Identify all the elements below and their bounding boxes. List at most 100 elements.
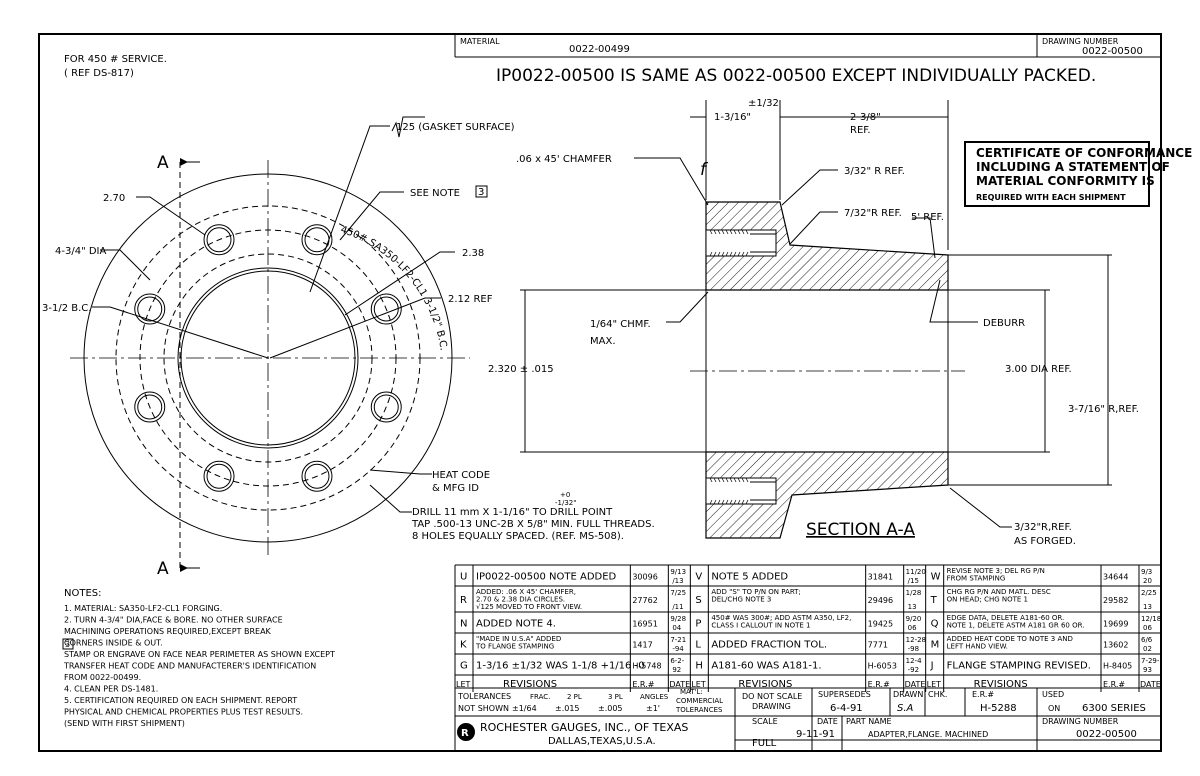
notes-title: NOTES: xyxy=(64,588,102,599)
revision-header-revisions: REVISIONS xyxy=(503,679,557,690)
revision-er: 16951 xyxy=(632,620,657,629)
revision-header-date: DATE xyxy=(669,680,690,689)
not-shown-label: NOT SHOWN xyxy=(458,704,509,713)
revision-letter: S xyxy=(695,595,701,606)
bolt-hole xyxy=(203,224,235,256)
note-line: (SEND WITH FIRST SHIPMENT) xyxy=(64,719,185,728)
radius-3-32: 3/32" R REF. xyxy=(844,166,905,177)
revision-letter: P xyxy=(695,619,701,630)
certificate-line1: CERTIFICATE OF CONFORMANCE xyxy=(976,146,1192,160)
revision-header-er: E.R.# xyxy=(1103,680,1125,689)
revision-er: 29582 xyxy=(1103,596,1128,605)
dim-270: 2.70 xyxy=(103,193,125,204)
date-label: DATE xyxy=(817,717,838,726)
revision-date: -98 xyxy=(908,645,919,653)
drawing-number-top: 0022-00500 xyxy=(1082,46,1143,57)
bore-circle xyxy=(177,267,359,449)
revision-date: 12/18 xyxy=(1141,615,1161,623)
tol-3pl-label: 3 PL xyxy=(608,693,623,701)
used-label: USED xyxy=(1042,690,1064,699)
bolt-hole xyxy=(134,391,166,423)
dim-238: 2.38 xyxy=(462,248,484,259)
revision-date: 13 xyxy=(1143,603,1152,611)
note-line: TRANSFER HEAT CODE AND MANUFACTERER'S ID… xyxy=(63,662,316,671)
drill-tol-minus: -1/32" xyxy=(555,499,576,507)
revision-description: FLANGE STAMPING REVISED. xyxy=(947,661,1091,672)
note-line: CORNERS INSIDE & OUT. xyxy=(64,639,163,648)
revision-letter: V xyxy=(695,572,702,583)
revision-date: 1/28 xyxy=(906,589,922,597)
revision-er: 34644 xyxy=(1103,573,1128,582)
matl-label-1: MAT'L: xyxy=(680,688,703,696)
note-line: STAMP OR ENGRAVE ON FACE NEAR PERIMETER … xyxy=(64,650,335,659)
flange-front-view: A A 125 (GASKET SURFACE) SEE NOTE 3 2.70… xyxy=(42,116,655,579)
revision-description: ADDED FRACTION TOL. xyxy=(711,640,827,651)
revision-date: 06 xyxy=(1143,624,1152,632)
section-a-a-view: ±1/32 1-3/16" 2-3/8" REF. f .06 x 45' CH… xyxy=(488,98,1139,547)
chamfer-note: .06 x 45' CHAMFER xyxy=(516,154,612,165)
revision-letter: H xyxy=(695,661,703,672)
revision-date: 7-29- xyxy=(1141,657,1160,665)
revision-er: 29496 xyxy=(868,596,893,605)
radius-7-32: 7/32"R REF. xyxy=(844,208,902,219)
revision-date: 7/25 xyxy=(670,589,686,597)
scale-value: FULL xyxy=(752,738,777,749)
revision-header-revisions: REVISIONS xyxy=(974,679,1028,690)
revision-letter: U xyxy=(460,572,467,583)
dim-3-7-16: 3-7/16" R,REF. xyxy=(1068,404,1139,415)
see-note-number: 3 xyxy=(478,187,484,198)
revision-date: 9/13 xyxy=(670,568,686,576)
note-line: MACHINING OPERATIONS REQUIRED,EXCEPT BRE… xyxy=(64,627,272,636)
dim-2320: 2.320 ± .015 xyxy=(488,364,554,375)
revision-description: CHG RG P/N AND MATL. DESC xyxy=(947,588,1051,596)
revision-letter: R xyxy=(460,595,467,606)
dim-2-3-8-ref: REF. xyxy=(850,125,871,136)
revision-header-date: DATE xyxy=(905,680,926,689)
note-line: 4. CLEAN PER DS-1481. xyxy=(64,685,158,694)
revision-description: REVISE NOTE 3; DEL RG P/N xyxy=(947,567,1045,575)
revision-description: ADD "S" TO P/N ON PART; xyxy=(711,588,800,596)
revision-description: ON HEAD; CHG NOTE 1 xyxy=(947,596,1028,604)
drawn-label: DRAWN xyxy=(893,690,923,699)
note-line: 5. CERTIFICATION REQUIRED ON EACH SHIPME… xyxy=(64,696,297,705)
section-title: SECTION A-A xyxy=(806,520,915,540)
certificate-box: CERTIFICATE OF CONFORMANCE INCLUDING A S… xyxy=(964,141,1192,207)
dim-300-dia: 3.00 DIA REF. xyxy=(1005,364,1072,375)
revision-date: 2/25 xyxy=(1141,589,1157,597)
company-city: DALLAS,TEXAS,U.S.A. xyxy=(548,736,656,747)
drill-note-line3: 8 HOLES EQUALLY SPACED. (REF. MS-508). xyxy=(412,531,624,542)
chamfer-max: MAX. xyxy=(590,336,616,347)
tol-frac-value: ±1/64 xyxy=(512,704,537,713)
revision-er: 7771 xyxy=(868,641,888,650)
revision-date: 20 xyxy=(1143,577,1152,585)
bolt-hole xyxy=(301,460,333,492)
drawing-number-bottom: 0022-00500 xyxy=(1076,729,1137,740)
revision-letter: G xyxy=(460,661,468,672)
note-line: 1. MATERIAL: SA350-LF2-CL1 FORGING. xyxy=(64,604,222,613)
revision-letter: N xyxy=(460,619,467,630)
note-line: PHYSICAL AND CHEMICAL PROPERTIES PLUS TE… xyxy=(64,708,303,717)
revision-description: 450# WAS 300#; ADD ASTM A350, LF2, xyxy=(711,614,851,622)
er-value: H-5288 xyxy=(980,703,1017,714)
dim-434-dia: 4-3/4" DIA xyxy=(55,246,106,257)
chamfer-1-64: 1/64" CHMF. xyxy=(590,319,651,330)
revision-er: 19425 xyxy=(868,620,893,629)
surface-finish-symbol xyxy=(391,116,425,138)
page-title: IP0022-00500 IS SAME AS 0022-00500 EXCEP… xyxy=(496,66,1096,86)
part-name-label: PART NAME xyxy=(846,717,892,726)
do-not-scale-2: DRAWING xyxy=(752,702,791,711)
revision-letter: L xyxy=(695,640,701,651)
revision-description: NOTE 1, DELETE ASTM A181 GR 60 OR. xyxy=(947,622,1085,630)
revision-date: 13 xyxy=(908,603,917,611)
revision-description: LEFT HAND VIEW. xyxy=(947,643,1008,651)
revision-date: 7-21 xyxy=(670,636,686,644)
certificate-line4: REQUIRED WITH EACH SHIPMENT xyxy=(976,193,1126,202)
tol-angles-label: ANGLES xyxy=(640,693,669,701)
revision-date: 04 xyxy=(672,624,681,632)
see-note-label: SEE NOTE xyxy=(410,188,460,199)
section-label-a-top: A xyxy=(157,153,169,173)
date-value: 9-11-91 xyxy=(796,729,835,740)
revision-description: FROM STAMPING xyxy=(947,575,1006,583)
revision-header-revisions: REVISIONS xyxy=(738,679,792,690)
